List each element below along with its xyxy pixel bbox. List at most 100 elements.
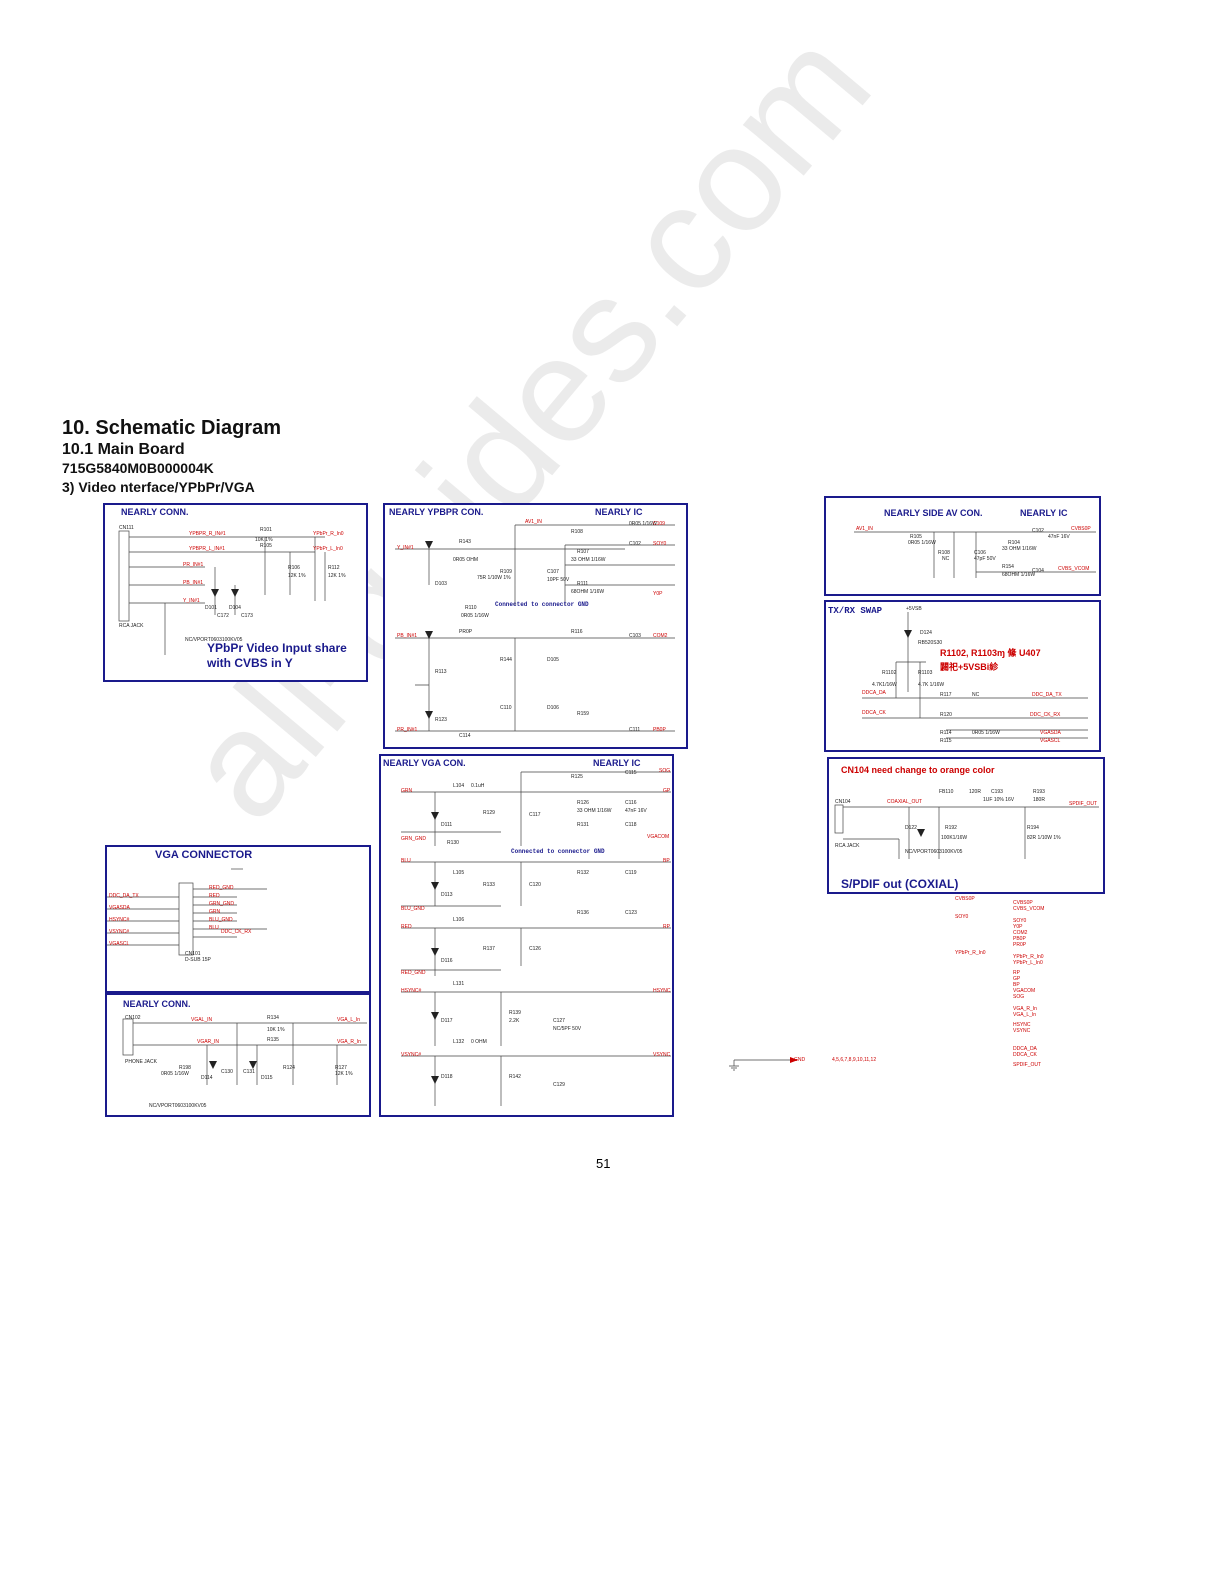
panel-side-av: NEARLY SIDE AV CON. NEARLY IC AV1_IN R10… xyxy=(824,496,1101,596)
label: 75R 1/10W 1% xyxy=(477,575,511,581)
label: C119 xyxy=(625,870,637,876)
label: RED xyxy=(401,924,412,930)
label: PB_IN#1 xyxy=(183,580,204,586)
label: R123 xyxy=(435,717,447,723)
label: VGASDA xyxy=(1040,730,1061,736)
label: 180R xyxy=(1033,797,1045,803)
label: R136 xyxy=(577,910,589,916)
label: NC/VPORT0603100KV05 xyxy=(185,637,243,643)
port-name: COM2 xyxy=(1013,930,1028,936)
label: C103 xyxy=(629,633,641,639)
port-name: VGA_L_In xyxy=(1013,1012,1037,1018)
panel-nearly-conn: NEARLY CONN. CN111 RCA JACK YPBPR_R_IN#1… xyxy=(103,503,368,682)
panel-txrx-swap: TX/RX SWAP +5VSB D124 RB520S30 R1102 R11… xyxy=(824,600,1101,752)
label: C193 xyxy=(991,789,1003,795)
label: C106 xyxy=(974,550,986,556)
label: R139 xyxy=(509,1010,521,1016)
label: L104 xyxy=(453,783,465,789)
label: BLU_GND xyxy=(401,906,425,912)
label: AV1_IN xyxy=(856,526,873,532)
label: 0R05 1/16W xyxy=(629,521,657,527)
label: CN101 xyxy=(185,951,201,957)
swap-note-line1: R1102, R1103ɱ 絛 U407 xyxy=(940,648,1041,658)
label: R127 xyxy=(335,1065,347,1071)
label: C109 xyxy=(653,521,665,527)
label: R116 xyxy=(571,629,583,635)
label: 47pF 50V xyxy=(974,556,996,562)
label: RED xyxy=(209,893,220,899)
label: HSYNC# xyxy=(109,917,130,923)
label: R108 xyxy=(938,550,950,556)
label: R107 xyxy=(577,549,589,555)
label: C120 xyxy=(529,882,541,888)
port-name: YPbPr_L_In0 xyxy=(1013,960,1043,966)
label: R117 xyxy=(940,692,952,698)
label: R113 xyxy=(435,669,447,675)
spdif-note: S/PDIF out (COXIAL) xyxy=(841,877,959,891)
label: C126 xyxy=(529,946,541,952)
label: AV1_IN xyxy=(525,519,542,525)
label: VSYNC xyxy=(653,1052,671,1058)
label: GRN_GND xyxy=(401,836,427,842)
label: C114 xyxy=(459,733,471,739)
circuit-wiring xyxy=(122,1018,367,1085)
port-name: SOY0 xyxy=(1013,918,1027,924)
gnd-pages: 4,5,6,7,8,9,10,11,12 xyxy=(832,1057,877,1063)
page-subtitle: 10.1 Main Board xyxy=(62,441,185,458)
panel-title-ic: NEARLY IC xyxy=(1020,508,1068,518)
label: GP xyxy=(663,788,671,794)
port-name: YPbPr_R_In0 xyxy=(955,950,986,956)
label: 0R05 1/16W xyxy=(461,613,489,619)
swap-note-line2: 闢祀+5VSBi紾 xyxy=(940,662,999,672)
label: D114 xyxy=(201,1075,213,1081)
label: NC/VPORT0603100KV05 xyxy=(905,849,963,855)
ypbpr-note: YPbPr Video Input share with CVBS in Y xyxy=(207,641,347,670)
label: RCA JACK xyxy=(835,843,860,849)
panel-title-ic: NEARLY IC xyxy=(593,758,641,768)
label: D113 xyxy=(441,892,453,898)
label: VSYNC# xyxy=(109,929,130,935)
port-name: PR0P xyxy=(1013,942,1027,948)
panel-vga-connector: VGA CONNECTOR DDC_DA_TX VGASDA HSYNC# VS… xyxy=(105,845,371,993)
label: D116 xyxy=(441,958,453,964)
label: R134 xyxy=(267,1015,279,1021)
label: R108 xyxy=(571,529,583,535)
label: L106 xyxy=(453,917,465,923)
label: +5VSB xyxy=(906,606,922,612)
label: YPBPR_R_IN#1 xyxy=(189,531,226,537)
panel-title: NEARLY CONN. xyxy=(121,507,189,517)
label: 0.1uH xyxy=(471,783,485,789)
label: R137 xyxy=(483,946,495,952)
label: C123 xyxy=(625,910,637,916)
port-name: SOG xyxy=(1013,994,1025,1000)
gnd-wire xyxy=(729,1057,798,1071)
circuit-wiring xyxy=(854,531,1096,578)
label: D117 xyxy=(441,1018,453,1024)
label: CVBS_VCOM xyxy=(1058,566,1090,572)
port-name: YPbPr_R_In0 xyxy=(1013,954,1044,960)
label: BLU_GND xyxy=(209,917,233,923)
circuit-wiring xyxy=(834,804,1099,859)
label: D115 xyxy=(261,1075,273,1081)
label: VSYNC# xyxy=(401,1052,422,1058)
port-name: GP xyxy=(1013,976,1021,982)
label: C131 xyxy=(243,1069,255,1075)
label: C173 xyxy=(241,613,253,619)
label: 12K 1% xyxy=(335,1071,353,1077)
label: PHONE JACK xyxy=(125,1059,157,1065)
label: DDC_CK_RX xyxy=(221,929,252,935)
circuit-wiring xyxy=(107,868,267,956)
label: R132 xyxy=(577,870,589,876)
label: DDC_DA_TX xyxy=(1032,692,1062,698)
label: 47nF 16V xyxy=(625,808,647,814)
panel-nearly-conn-audio: NEARLY CONN. CN102 PHONE JACK VGAL_IN VG… xyxy=(105,993,371,1117)
gnd-label: GND xyxy=(794,1057,806,1063)
label: 47nF 16V xyxy=(1048,534,1070,540)
page-number: 51 xyxy=(596,1156,611,1171)
label: GRN_GND xyxy=(209,901,235,907)
label: HSYNC# xyxy=(401,988,422,994)
label: 0R05 OHM xyxy=(453,557,479,563)
port-name: BP xyxy=(1013,982,1020,988)
label: CN104 xyxy=(835,799,851,805)
label: HSYNC xyxy=(653,988,671,994)
